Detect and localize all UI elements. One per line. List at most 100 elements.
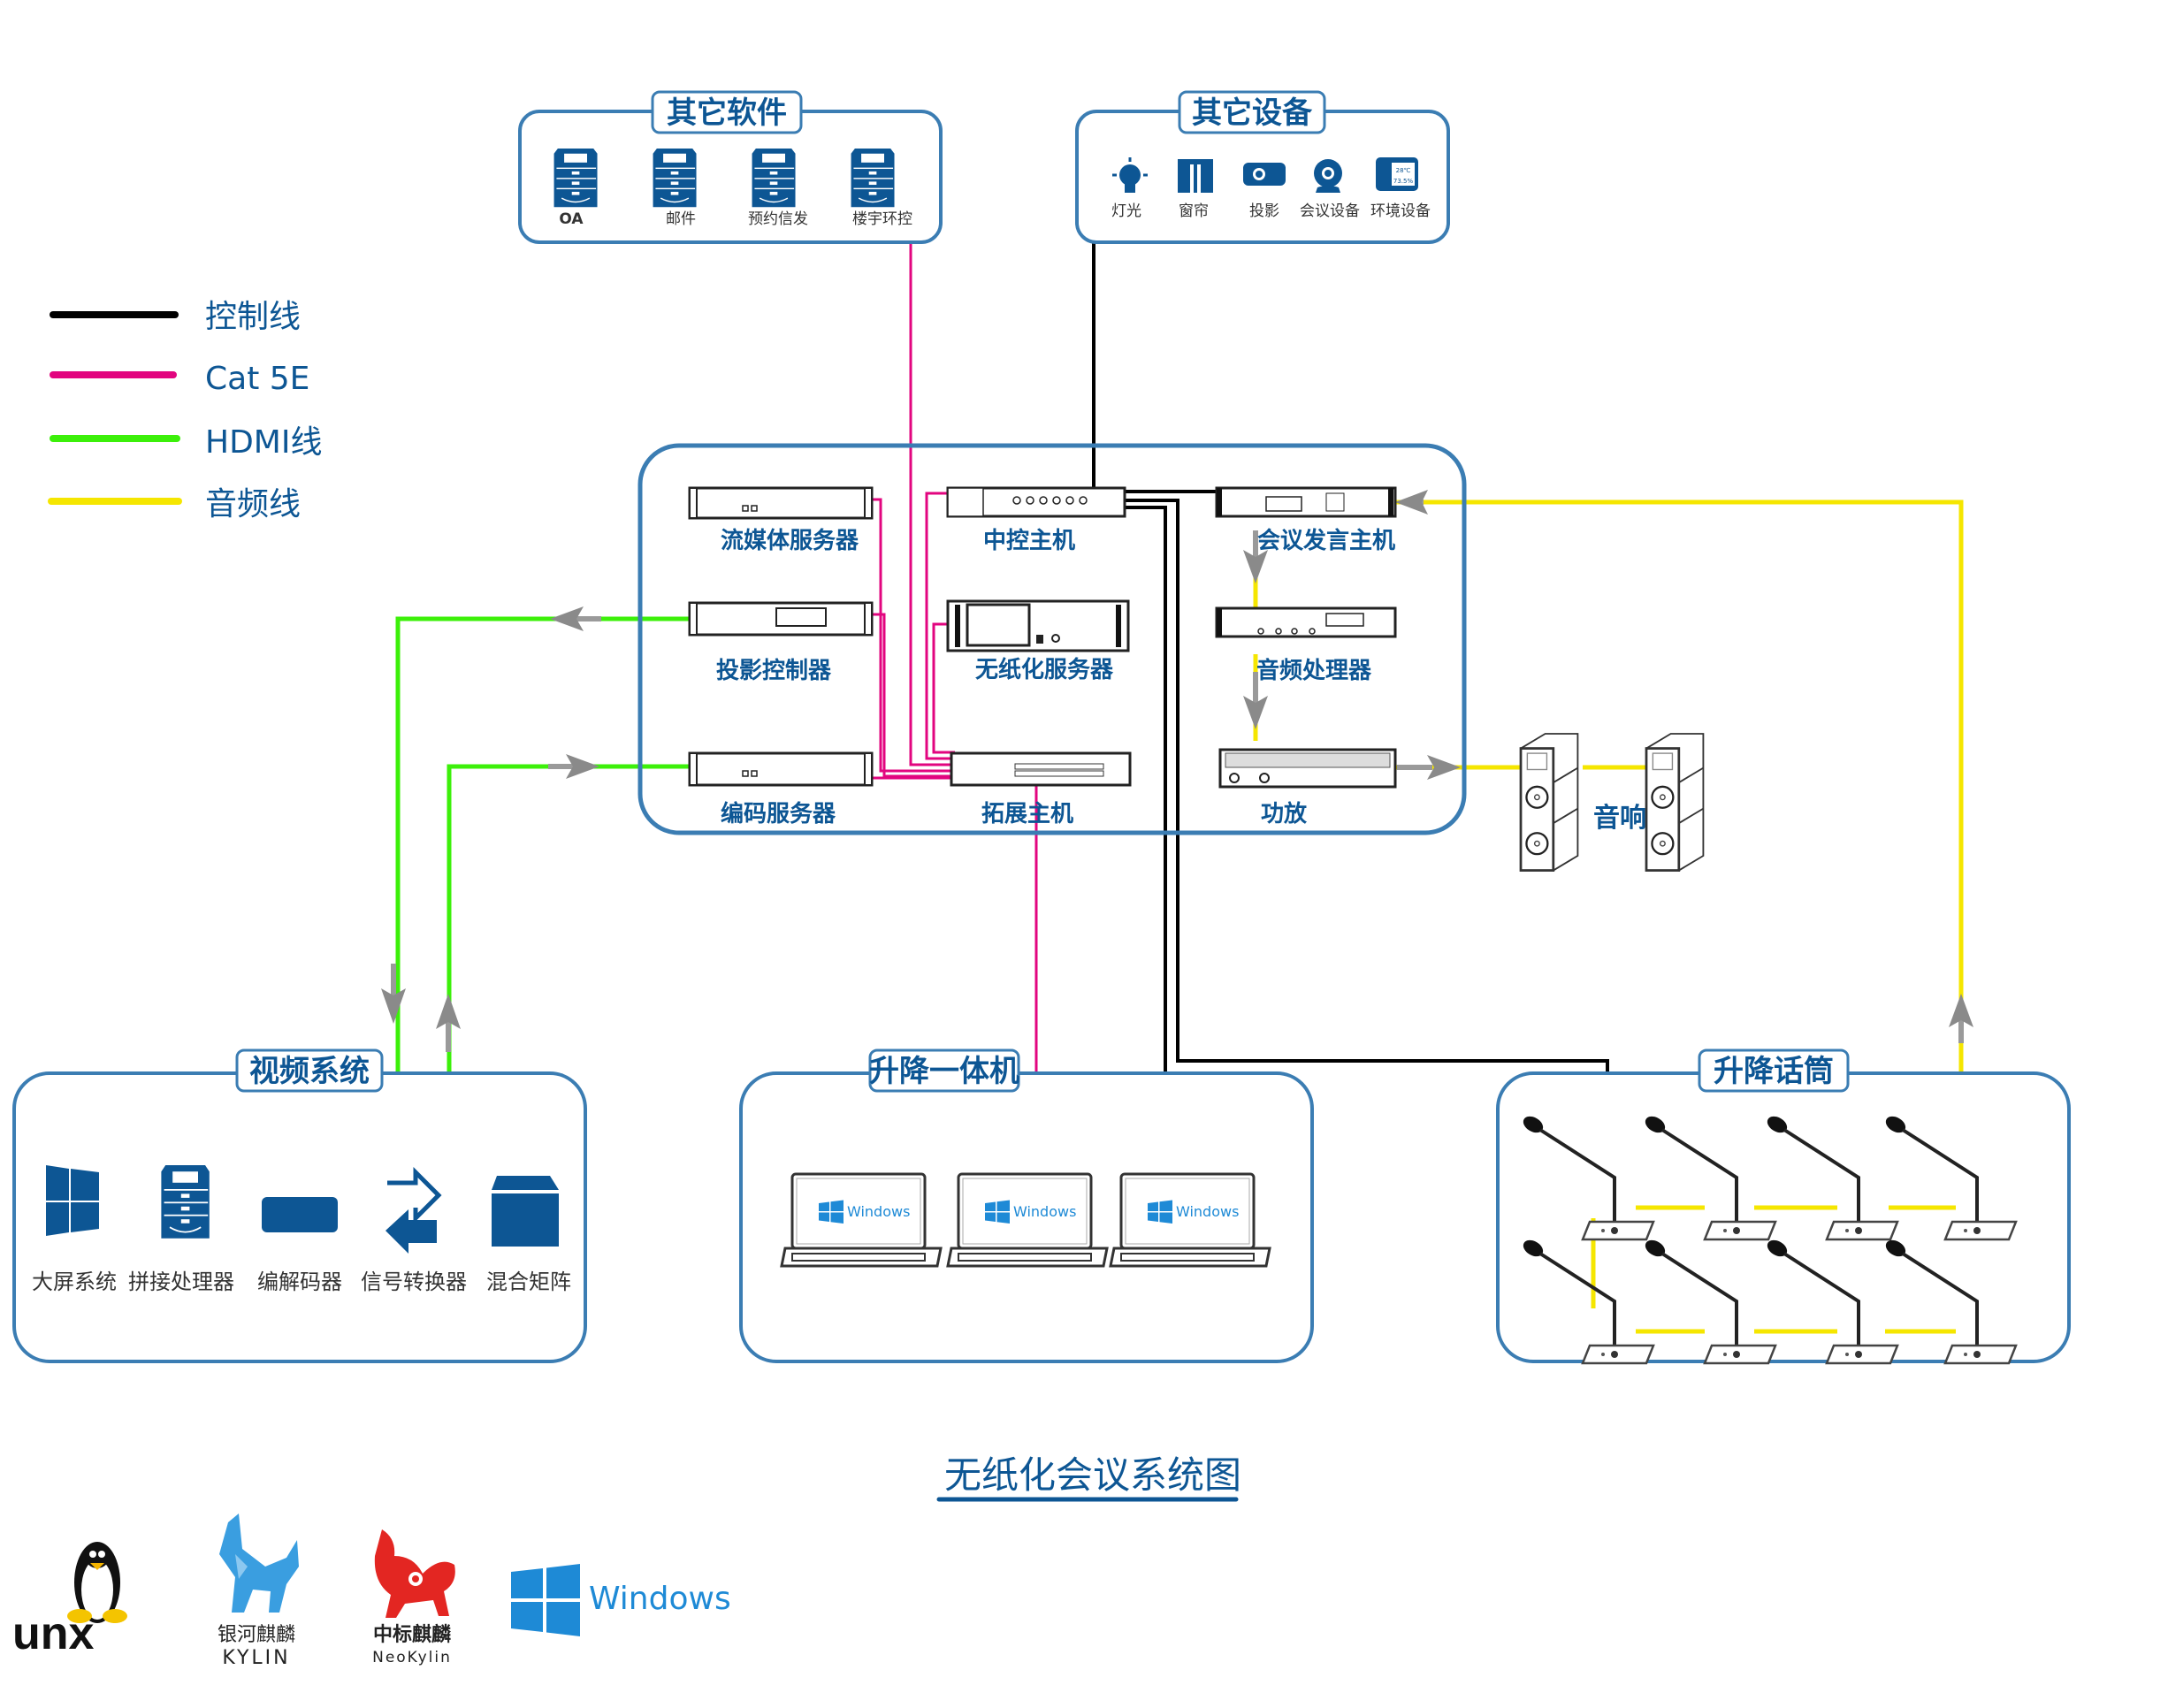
device-label: 流媒体服务器 xyxy=(721,528,859,554)
page-title: 无纸化会议系统图 xyxy=(944,1453,1241,1497)
flow-arrows xyxy=(381,490,1973,1052)
cat5e-streaming-link xyxy=(868,498,953,773)
device-label: 投影控制器 xyxy=(716,658,832,684)
device-label: 无纸化服务器 xyxy=(975,656,1114,683)
device-audio-processor: 音频处理器 xyxy=(1215,606,1397,684)
group-title: 升降话筒 xyxy=(1714,1054,1834,1089)
server-icon xyxy=(850,148,896,208)
diagram-title: 无纸化会议系统图 xyxy=(936,1453,1241,1502)
arrow-left-icon xyxy=(1395,490,1428,515)
os-logo-sublabel: NeoKylin xyxy=(372,1649,452,1666)
cat5e-central-link xyxy=(925,492,955,760)
terminals-group: 升降一体机 Windows Windows Windows xyxy=(739,1048,1314,1363)
devices-group: 其它设备 28℃ 73.5% 灯光 窗帘 投影 会议设备 环境设备 xyxy=(1075,90,1450,244)
control-terminal-link xyxy=(1125,506,1167,1173)
speakers: 音响 xyxy=(1519,732,1705,872)
device-item: 投影 xyxy=(1249,202,1279,220)
converter-arrows-icon xyxy=(386,1166,442,1254)
device-conference-host: 会议发言主机 xyxy=(1215,486,1397,554)
device-label: 中控主机 xyxy=(983,528,1075,554)
server-icon xyxy=(652,148,698,208)
hdmi-encoder-in xyxy=(447,764,690,1071)
env-humidity: 73.5% xyxy=(1393,178,1414,185)
arrow-up-icon xyxy=(436,994,461,1052)
cat5e-projector-link xyxy=(871,613,953,778)
video-item: 信号转换器 xyxy=(361,1270,467,1294)
laptop-icon xyxy=(1109,1172,1271,1268)
legend: 控制线 Cat 5E HDMI线 音频线 xyxy=(48,299,322,522)
terminal-laptop: Windows xyxy=(780,1172,943,1268)
legend-label: 音频线 xyxy=(205,486,301,522)
video-item: 混合矩阵 xyxy=(486,1270,571,1294)
os-logos: unx 银河麒麟 KYLIN 中标麒麟 NeoKylin xyxy=(12,1514,731,1669)
arrow-down-icon xyxy=(381,964,406,1024)
video-item: 编解码器 xyxy=(257,1270,342,1294)
device-item: 灯光 xyxy=(1111,202,1141,220)
neokylin-dragon-icon xyxy=(374,1529,455,1618)
matrix-box-icon xyxy=(492,1176,559,1247)
terminal-os-label: Windows xyxy=(847,1203,910,1220)
windows-tiles-icon xyxy=(46,1165,99,1236)
webcam-icon xyxy=(1314,159,1342,193)
os-logo-sublabel: KYLIN xyxy=(222,1647,290,1669)
software-item: 邮件 xyxy=(666,210,696,228)
group-tag xyxy=(868,1048,1020,1093)
arrow-up-icon xyxy=(1949,994,1973,1043)
env-temp: 28℃ xyxy=(1396,167,1411,174)
speakers-label: 音响 xyxy=(1593,803,1646,834)
group-title: 视频系统 xyxy=(249,1054,370,1089)
legend-label: HDMI线 xyxy=(205,424,322,461)
device-encoding-server: 编码服务器 xyxy=(688,751,874,827)
laptop-icon xyxy=(780,1172,943,1268)
arrow-down-icon xyxy=(1243,530,1268,583)
device-projector-controller: 投影控制器 xyxy=(688,601,874,684)
projector-icon xyxy=(1243,163,1286,186)
lightbulb-icon xyxy=(1112,157,1148,193)
cat5e-software-link xyxy=(909,240,951,766)
device-item: 会议设备 xyxy=(1300,202,1360,220)
os-logo-label: Windows xyxy=(589,1581,731,1617)
terminal-os-label: Windows xyxy=(1013,1203,1076,1220)
arrow-left-icon xyxy=(550,606,601,631)
decoder-icon xyxy=(262,1197,338,1232)
legend-item-hdmi: HDMI线 xyxy=(50,424,322,461)
logo-unx: unx xyxy=(12,1542,127,1659)
video-item: 大屏系统 xyxy=(32,1270,117,1294)
terminal-laptop: Windows xyxy=(946,1172,1109,1268)
connections xyxy=(395,240,1964,1173)
legend-item-audio: 音频线 xyxy=(48,486,301,522)
device-central-controller: 中控主机 xyxy=(946,486,1126,554)
os-logo-label: unx xyxy=(12,1608,95,1659)
terminal-laptop: Windows xyxy=(1109,1172,1271,1268)
group-frame xyxy=(637,443,1467,835)
group-frame xyxy=(1496,1071,2071,1363)
group-tag xyxy=(235,1048,384,1093)
mics-group: 升降话筒 xyxy=(1496,1048,2071,1365)
legend-label: Cat 5E xyxy=(205,361,309,397)
device-label: 音频处理器 xyxy=(1256,657,1372,684)
legend-label: 控制线 xyxy=(205,299,301,335)
device-label: 拓展主机 xyxy=(981,801,1073,827)
server-icon xyxy=(160,1164,210,1239)
device-streaming-server: 流媒体服务器 xyxy=(688,486,874,554)
mic-daisy-chain xyxy=(1591,1205,1956,1334)
device-label: 功放 xyxy=(1261,800,1308,827)
group-title: 其它软件 xyxy=(667,95,787,131)
cat5e-paperless-link xyxy=(932,622,955,754)
group-tag xyxy=(1698,1048,1850,1093)
group-tag xyxy=(1178,90,1326,134)
curtain-icon xyxy=(1178,159,1213,193)
os-logo-label: 中标麒麟 xyxy=(373,1623,452,1646)
device-item: 窗帘 xyxy=(1179,202,1209,220)
speaker-icon xyxy=(1645,732,1705,872)
software-group: 其它软件 OA 邮件 预约信发 楼宇环控 xyxy=(518,90,943,244)
logo-kylin: 银河麒麟 KYLIN xyxy=(218,1514,299,1669)
device-expansion-host: 拓展主机 xyxy=(950,751,1132,827)
logo-neokylin: 中标麒麟 NeoKylin xyxy=(372,1529,455,1666)
software-item: 预约信发 xyxy=(748,210,808,228)
group-title: 升降一体机 xyxy=(869,1054,1019,1089)
server-icon xyxy=(751,148,797,208)
thermostat-icon: 28℃ 73.5% xyxy=(1376,157,1418,191)
legend-item-cat5e: Cat 5E xyxy=(50,361,309,397)
arrow-right-icon xyxy=(548,754,599,779)
